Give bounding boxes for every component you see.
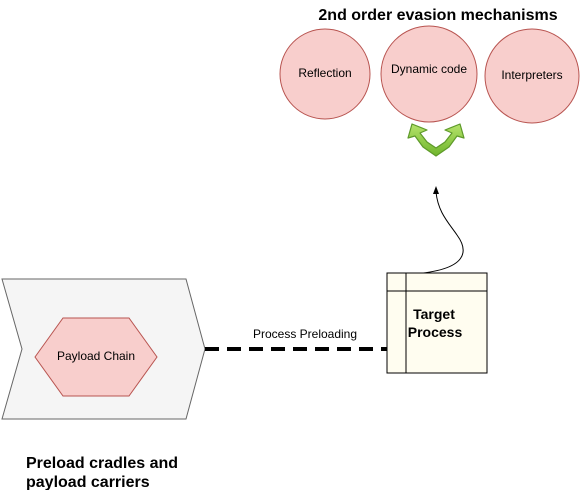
- payload-chain-hexagon: Payload Chain: [34, 317, 158, 397]
- mechanism-dynamic-code: Dynamic code: [380, 25, 478, 123]
- process-preloading-label: Process Preloading: [253, 327, 357, 341]
- mechanism-interpreters: Interpreters: [484, 28, 580, 124]
- mechanism-interpreters-label: Interpreters: [501, 68, 562, 82]
- payload-chain-label: Payload Chain: [57, 349, 135, 363]
- payload-caption-line1: Preload cradles and: [26, 455, 178, 472]
- mechanism-reflection-label: Reflection: [298, 66, 351, 80]
- branch-arrow-icon: [407, 123, 465, 157]
- target-process-box: Target Process: [386, 272, 488, 374]
- mechanism-reflection: Reflection: [279, 28, 371, 120]
- target-process-label-line1: Target: [413, 306, 455, 322]
- payload-caption-line2: payload carriers: [26, 474, 150, 490]
- diagram-title: 2nd order evasion mechanisms: [318, 7, 557, 24]
- process-preloading-connector: Process Preloading: [205, 327, 387, 351]
- target-process-label-line2: Process: [408, 324, 463, 340]
- evasion-arrow: [411, 186, 464, 275]
- mechanism-dynamic-code-label: Dynamic code: [391, 62, 467, 76]
